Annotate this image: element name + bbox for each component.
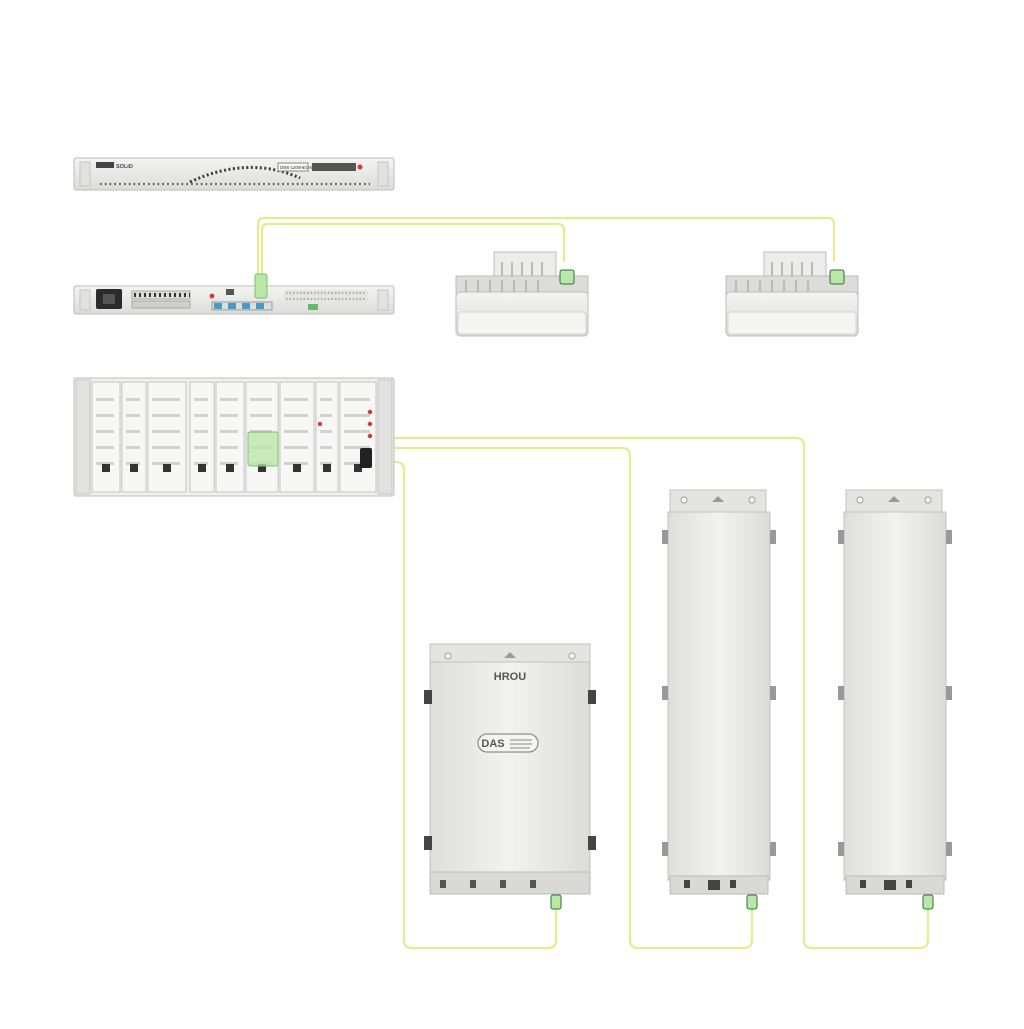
power-switch-icon [360,448,372,468]
module-card [279,381,315,493]
status-led-icon [367,421,373,427]
rou-unit-2 [838,489,952,910]
rack-unit-dms: SOLiD DMS-1200HEU-B [73,157,395,191]
rou-1-connector [746,894,758,910]
bru-unit-2 [725,251,859,337]
fiber-connector [254,273,268,299]
module-cards [91,381,377,493]
rou-2-connector [922,894,934,910]
rack-unit-interface [73,273,395,315]
fiber-cable-bru-2 [256,216,836,290]
vent-wave [189,165,301,184]
bru-unit-1 [455,251,589,337]
hrou-label: HROU [494,671,526,683]
rou-unit-1 [662,489,776,910]
status-led-icon [367,433,373,439]
fiber-ports [211,301,273,311]
status-led-icon [317,421,323,427]
module-card [189,381,215,493]
module-card [215,381,245,493]
hrou-connector [550,894,562,910]
power-led-icon [357,164,363,170]
module-card [121,381,147,493]
status-led-icon [367,409,373,415]
chassis-unit [73,377,395,497]
fiber-cable-hrou [262,460,558,950]
fiber-cable-rou-2 [262,436,930,950]
fiber-cable-bru-1 [260,222,566,290]
fiber-cables [256,216,930,950]
terminal-block [131,290,191,309]
module-card [91,381,121,493]
module-card [147,381,187,493]
bru-2-connector [829,269,845,285]
vent-mesh [284,290,368,302]
rack-unit-1-brand: SOLiD [116,164,133,170]
fiber-cable-rou-1 [262,446,754,950]
rack-unit-1-model: DMS-1200HEU-B [280,165,313,170]
fiber-connector-group [247,431,279,467]
module-card [315,381,339,493]
bru-1-connector [559,269,575,285]
das-logo-text: DAS [481,738,504,750]
hrou-unit: HROU DAS [424,643,596,910]
